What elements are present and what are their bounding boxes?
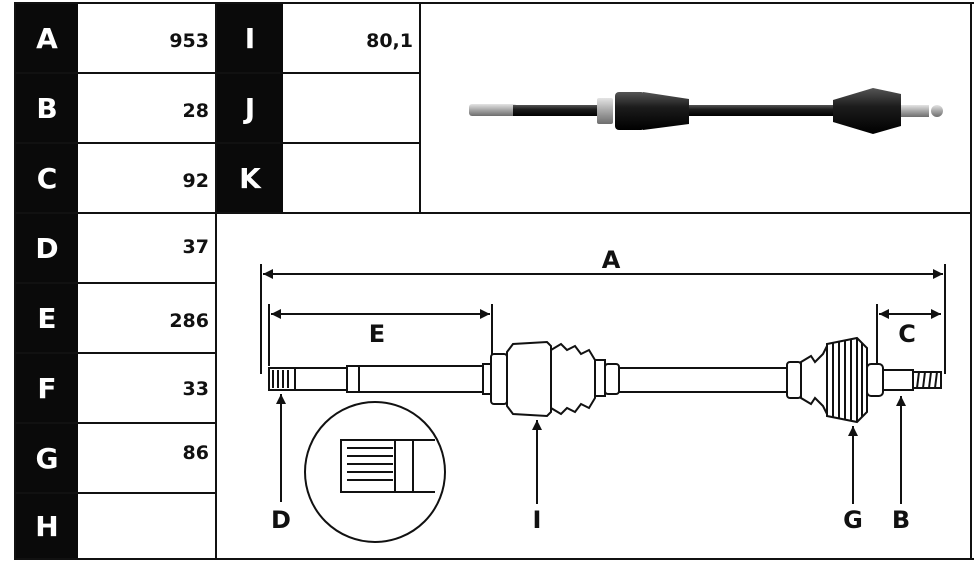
row-divider	[16, 282, 216, 284]
outer-boot	[800, 345, 828, 415]
outer-thread	[912, 371, 942, 389]
row-divider	[16, 72, 216, 74]
row-value-e: 286	[169, 310, 209, 332]
inner-shaft-section	[358, 365, 484, 393]
row-letter-h: H	[16, 494, 78, 558]
row-divider	[16, 492, 216, 494]
row-value-j	[285, 74, 419, 142]
row-letter-i: I	[217, 4, 283, 72]
row-value-d: 37	[182, 236, 209, 258]
row-value-a: 953	[169, 30, 209, 52]
diagram-label-b: B	[892, 506, 910, 534]
row-value-f: 33	[182, 378, 209, 400]
mid-table-divider	[419, 2, 421, 214]
row-letter-j: J	[217, 74, 283, 142]
row-divider	[16, 212, 216, 214]
arrowheads	[263, 269, 943, 436]
row-letter-b: B	[16, 74, 78, 142]
diagram-label-i: I	[533, 506, 542, 534]
photo-shaft	[469, 88, 943, 134]
frame-top-line	[14, 2, 974, 4]
frame-right-line	[970, 2, 972, 560]
row-divider	[16, 422, 216, 424]
row-divider	[217, 72, 420, 74]
row-letter-g: G	[16, 424, 78, 492]
left-table-divider	[215, 2, 217, 560]
diagram-label-d: D	[271, 506, 291, 534]
main-shaft	[618, 367, 788, 393]
inner-stub	[294, 367, 348, 391]
outer-stub	[882, 369, 914, 391]
row-value-c: 92	[182, 170, 209, 192]
row-value-b: 28	[182, 100, 209, 122]
row-letter-k: K	[217, 144, 283, 212]
row-letter-a: A	[16, 4, 78, 72]
row-value-h	[80, 494, 215, 558]
row-letter-f: F	[16, 354, 78, 422]
row-value-g: 86	[182, 442, 209, 464]
row-letter-e: E	[16, 284, 78, 352]
row-divider	[217, 142, 420, 144]
row-value-k	[285, 144, 419, 212]
diagram-label-c: C	[898, 320, 916, 348]
diagram-label-a: A	[602, 246, 621, 274]
technical-diagram: A E C D I G B	[260, 246, 946, 543]
diagram-label-e: E	[369, 320, 385, 348]
row-value-i: 80,1	[366, 30, 413, 52]
inner-boot	[550, 342, 596, 416]
tripod-housing	[506, 340, 552, 418]
diagram-label-g: G	[843, 506, 863, 534]
frame-left-line	[14, 2, 16, 560]
frame-bottom-line	[14, 558, 974, 560]
row-letter-d: D	[16, 214, 78, 282]
photo-bottom-line	[215, 212, 972, 214]
row-letter-c: C	[16, 144, 78, 212]
drive-shaft-photo	[469, 88, 943, 134]
row-divider	[16, 352, 216, 354]
row-divider	[16, 142, 216, 144]
